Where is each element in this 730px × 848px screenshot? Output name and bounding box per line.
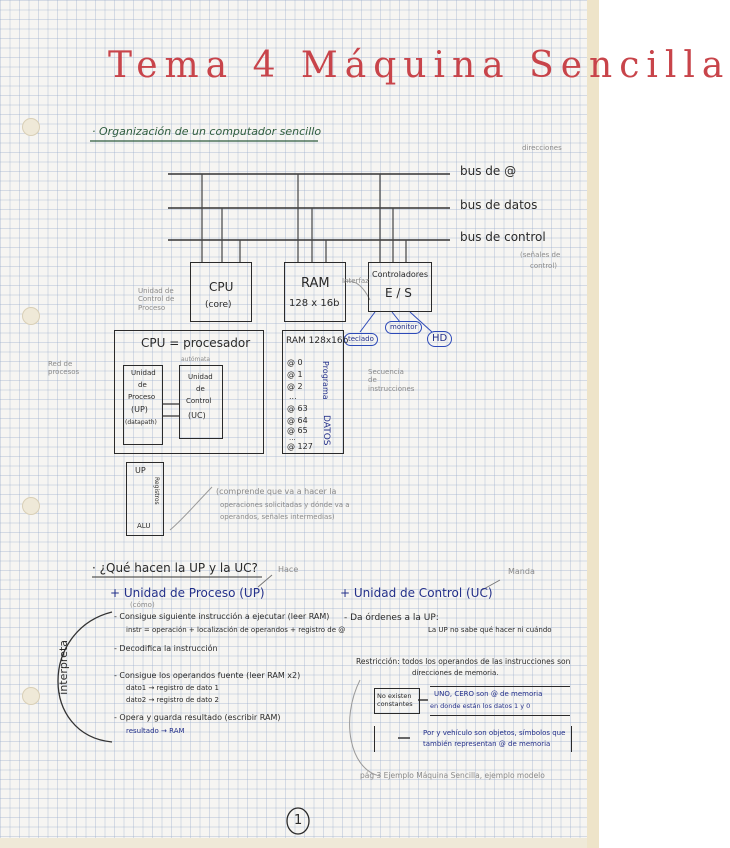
uc-step-1: - Da órdenes a la UP: xyxy=(344,613,439,623)
peripheral-hd: HD xyxy=(427,331,453,347)
bus-data-label: bus de datos xyxy=(460,198,538,212)
up-step-4b: resultado → RAM xyxy=(126,727,185,735)
footer-note: pág 3 Ejemplo Máquina Sencilla, ejemplo … xyxy=(360,771,545,780)
punch-hole xyxy=(22,118,40,136)
note-red-proceso: Red de procesos xyxy=(48,360,80,377)
io-box-title: Controladores xyxy=(372,270,428,279)
uc-heading: + Unidad de Control (UC) xyxy=(340,586,493,600)
up-text-1: Unidad xyxy=(131,369,156,377)
ram-address: ... xyxy=(289,392,297,401)
paper-edge-right xyxy=(587,0,599,848)
zero-one-text-2: en donde están los datos 1 y 0 xyxy=(430,702,531,710)
note-interfaz: Interfaz xyxy=(342,277,369,285)
note-comprende: (comprende que va a hacer la xyxy=(216,487,337,496)
bus-control-note: (señales de xyxy=(520,251,561,259)
io-box-subtitle: E / S xyxy=(385,286,412,300)
up-subheading: (cómo) xyxy=(130,601,155,609)
ram-datos-label: DATOS xyxy=(321,415,331,446)
page-number: 1 xyxy=(294,813,303,828)
up-step-3: - Consigue los operandos fuente (leer RA… xyxy=(114,671,301,680)
ram-detail-title: RAM 128x16b xyxy=(286,336,349,346)
ram-box: RAM 128 x 16b xyxy=(284,262,346,322)
ram-box-subtitle: 128 x 16b xyxy=(289,298,340,309)
ram-programa-label: Programa xyxy=(321,361,330,400)
up-box: Unidad de Proceso (UP) (datapath) xyxy=(123,365,163,445)
up-step-1b: instr = operación + localización de oper… xyxy=(126,626,346,634)
uc-step-2b: direcciones de memoria. xyxy=(412,669,499,677)
note-comprende-3: operandos, señales intermedias) xyxy=(220,513,335,521)
uc-automata-note: autómata xyxy=(181,356,211,363)
up-text-5: (datapath) xyxy=(125,419,157,426)
no-constants-text: No existen constantes xyxy=(377,692,413,709)
peripheral-keyboard: teclado xyxy=(344,333,378,346)
uc-box: Unidad de Control (UC) xyxy=(179,365,223,439)
symbols-text-1: Por y vehículo son objetos, símbolos que xyxy=(423,729,566,737)
section2-heading: · ¿Qué hacen la UP y la UC? xyxy=(92,561,258,575)
punch-hole xyxy=(22,687,40,705)
cpu-box: CPU (core) xyxy=(190,262,252,322)
cpu-detail-box: CPU = procesador Unidad de Proceso (UP) … xyxy=(114,330,264,454)
uc-text-1: Unidad xyxy=(188,373,213,381)
punch-hole xyxy=(22,307,40,325)
bus-address-note: direcciones xyxy=(522,144,562,152)
up-text-3: Proceso xyxy=(128,393,156,401)
uc-text-2: de xyxy=(196,385,205,393)
uc-text-3: Control xyxy=(186,397,212,405)
bus-address-label: bus de @ xyxy=(460,164,517,178)
up-text-4: (UP) xyxy=(131,405,148,414)
up-step-3b: dato1 → registro de dato 1 xyxy=(126,684,219,692)
ram-address: @ 63 xyxy=(287,404,308,413)
registers-label: Registros xyxy=(153,477,160,505)
ram-detail-box: RAM 128x16b @ 0 @ 1 @ 2 ... @ 63 @ 64 @ … xyxy=(282,330,348,454)
note-manda: Manda xyxy=(508,567,535,576)
cpu-detail-title: CPU = procesador xyxy=(141,336,251,350)
uc-step-1b: La UP no sabe qué hacer ni cuándo xyxy=(428,626,552,634)
up-step-3c: dato2 → registro de dato 2 xyxy=(126,696,219,704)
zero-one-text-1: UNO, CERO son @ de memoria xyxy=(434,690,543,698)
up-step-2: - Decodifica la instrucción xyxy=(114,644,218,653)
io-box: Controladores E / S xyxy=(368,262,432,312)
registers-box: UP Registros ALU xyxy=(126,462,164,536)
ram-address: @ 2 xyxy=(287,382,303,391)
up-step-1: - Consigue siguiente instrucción a ejecu… xyxy=(114,612,330,621)
uc-text-4: (UC) xyxy=(188,411,206,420)
bus-control-note-2: control) xyxy=(530,262,557,270)
ram-address: @ 0 xyxy=(287,358,303,367)
ram-address: @ 127 xyxy=(287,442,313,451)
section-heading: · Organización de un computador sencillo xyxy=(92,125,322,138)
ram-address: @ 65 xyxy=(287,426,308,435)
note-uc-label: Unidad de Control de Proceso xyxy=(138,287,175,312)
note-hace: Hace xyxy=(278,565,299,574)
diagram-lines xyxy=(57,140,501,835)
punch-hole xyxy=(22,497,40,515)
registers-up-label: UP xyxy=(135,466,146,475)
note-secuencia: Secuencia de instrucciones xyxy=(368,368,415,393)
alu-label: ALU xyxy=(137,522,151,530)
paper-edge-bottom xyxy=(0,838,599,848)
ram-address: @ 64 xyxy=(287,416,308,425)
page-title: Tema 4 Máquina Sencilla xyxy=(108,45,730,86)
up-text-2: de xyxy=(138,381,147,389)
up-step-4: - Opera y guarda resultado (escribir RAM… xyxy=(114,713,281,722)
peripheral-monitor: monitor xyxy=(385,321,423,334)
cpu-box-subtitle: (core) xyxy=(205,300,232,310)
symbols-box: Por y vehículo son objetos, símbolos que… xyxy=(374,726,572,752)
note-comprende-2: operaciones solicitadas y dónde va a xyxy=(220,501,350,509)
uc-step-2: Restricción: todos los operandos de las … xyxy=(356,657,571,666)
bus-control-label: bus de control xyxy=(460,230,546,244)
no-constants-box: No existen constantes xyxy=(374,688,420,714)
interpreta-label: interpreta xyxy=(57,640,70,695)
ram-address: ... xyxy=(289,434,296,442)
cpu-box-title: CPU xyxy=(209,280,234,294)
symbols-text-2: también representan @ de memoria xyxy=(423,740,551,748)
up-heading: + Unidad de Proceso (UP) xyxy=(110,586,265,600)
ram-box-title: RAM xyxy=(301,276,330,291)
ram-address: @ 1 xyxy=(287,370,303,379)
zero-one-box: UNO, CERO son @ de memoria en donde está… xyxy=(430,686,570,716)
